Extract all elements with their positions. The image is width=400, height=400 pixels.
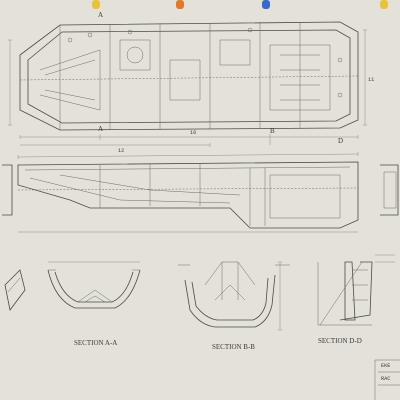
side-elevation	[2, 152, 399, 233]
section-marker-a-top: A	[98, 11, 104, 19]
section-dd-label: SECTION D-D	[318, 337, 362, 345]
overall-length-dimension: 16	[190, 130, 197, 136]
section-marker-d: D	[338, 137, 344, 145]
title-block	[374, 359, 400, 400]
section-marker-b: B	[270, 127, 275, 135]
yellow-binder-clip-left	[92, 0, 100, 9]
side-view-dimension: 12	[118, 148, 125, 154]
blue-binder-clip	[262, 0, 270, 9]
title-block-line-1: EKE	[381, 363, 391, 369]
section-marker-a-bottom: A	[98, 125, 104, 133]
title-block-line-2: RAC	[381, 376, 391, 382]
orange-binder-clip	[176, 0, 184, 9]
yellow-binder-clip-right	[380, 0, 388, 9]
section-aa-label: SECTION A-A	[74, 339, 118, 347]
section-dd-view	[317, 254, 395, 326]
right-height-dimension: 11	[368, 77, 375, 83]
section-bb-label: SECTION B-B	[212, 343, 255, 351]
section-aa-view	[4, 261, 141, 311]
plan-view	[8, 21, 367, 147]
section-bb-view	[178, 261, 290, 331]
